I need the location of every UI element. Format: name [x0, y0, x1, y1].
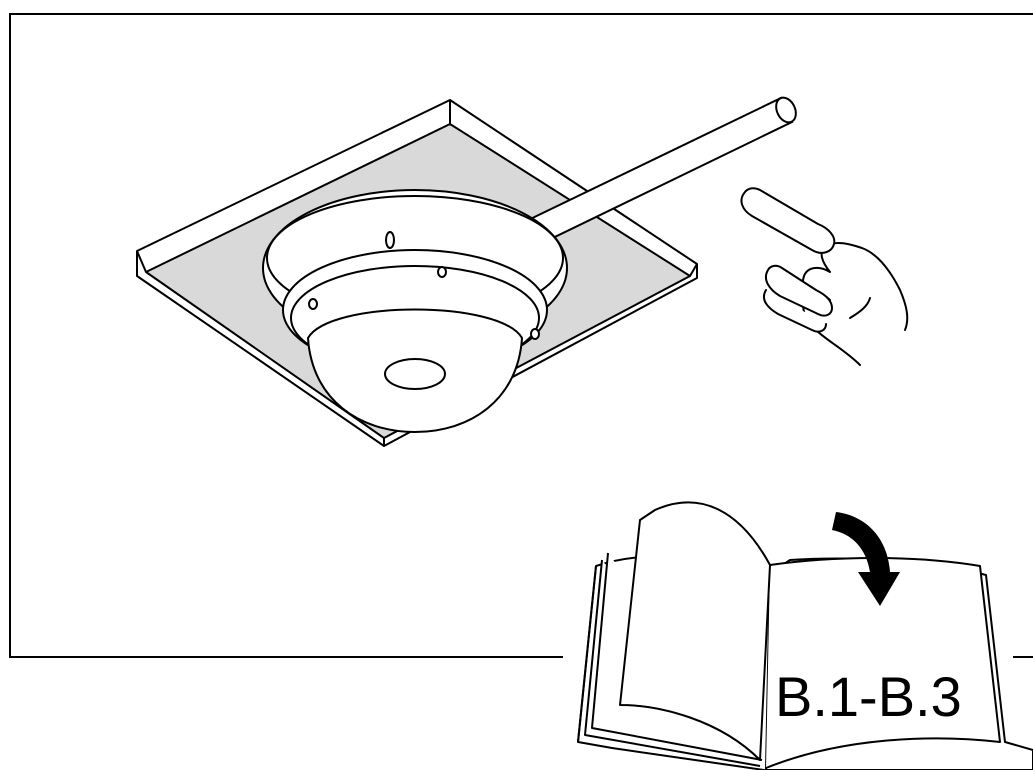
- screw-hole-right: [437, 266, 447, 278]
- screw-hole-far-right: [530, 328, 540, 340]
- dome-camera: [262, 189, 568, 434]
- screw-hole-left: [308, 298, 318, 310]
- frame-border: [9, 13, 1033, 658]
- pointing-hand-icon: [740, 187, 909, 366]
- manual-page-reference: B.1-B.3: [775, 665, 962, 728]
- screw-hole-top: [385, 231, 395, 249]
- open-manual-icon: [577, 501, 1033, 770]
- page-turn-arrow-icon: [832, 512, 900, 606]
- cable-conduit: [518, 96, 797, 250]
